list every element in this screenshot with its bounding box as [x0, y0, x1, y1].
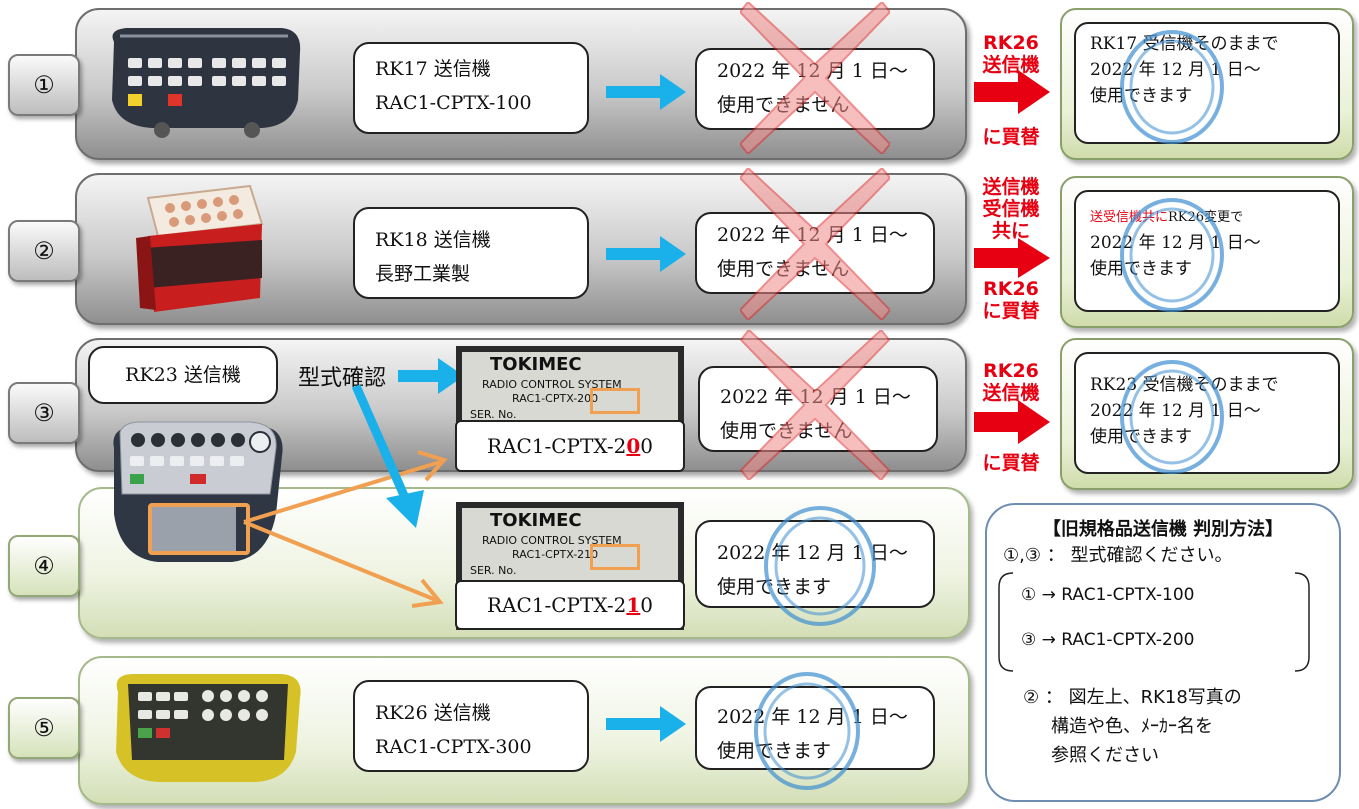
guide-map-3: ③ → RAC1-CPTX-200	[1021, 630, 1195, 650]
guide-note-l2: 構造や色、ﾒｰｶｰ名を	[1051, 716, 1213, 737]
guide-title: 【旧規格品送信機 判別方法】	[1042, 519, 1284, 540]
row-2-status-box: 2022 年 12 月 1 日～ 使用できません	[695, 212, 935, 294]
rk23-nameplate-highlight	[148, 503, 250, 555]
remote-rk18-photo	[136, 184, 264, 312]
row-5-model: RAC1-CPTX-300	[375, 736, 532, 758]
row-1-blue-arrow	[606, 74, 686, 110]
row-2-result-l1a: 送受信機共に	[1090, 210, 1169, 225]
row-4-code-post: 0	[640, 593, 654, 617]
nameplate-210-ser: SER. No.	[470, 564, 517, 577]
row-3-status-box: 2022 年 12 月 1 日～ 使用できません	[698, 366, 938, 452]
row-2-action-e: に買替	[982, 300, 1040, 322]
row-3-number: ③	[8, 382, 80, 444]
row-1-action-b: 送信機	[982, 54, 1040, 76]
row-5-blue-arrow	[606, 706, 686, 742]
row-2-action-label-2: RK26 に買替	[972, 278, 1050, 322]
identification-guide: 【旧規格品送信機 判別方法】 ①,③ ： 型式確認ください。 ① → RAC1-…	[985, 503, 1341, 802]
ok-circle-icon	[1120, 198, 1224, 312]
row-3-code-hl: 0	[626, 434, 641, 458]
row-3-action-b: 送信機	[982, 382, 1040, 404]
row-3-result-panel: RK23 受信機そのままで 2022 年 12 月 1 日～ 使用できます	[1060, 338, 1354, 490]
row-3-action-c: に買替	[982, 452, 1040, 474]
remote-rk23-photo	[113, 421, 283, 562]
row-2-number: ②	[8, 220, 80, 282]
nameplate-200-ser: SER. No.	[470, 408, 517, 421]
row-3-code-pre: RAC1-CPTX-2	[486, 434, 627, 458]
guide-map-1: ① → RAC1-CPTX-100	[1021, 585, 1195, 605]
ok-circle-icon	[1120, 30, 1224, 144]
row-5-name: RK26 送信機	[375, 702, 491, 724]
orange-pointer-arrows	[243, 450, 448, 608]
row-1-name: RK17 送信機	[375, 58, 491, 80]
guide-note-l3: 参照ください	[1051, 745, 1159, 766]
row-4-status-text: 使用できます	[717, 576, 832, 598]
cross-mark-icon	[740, 2, 890, 154]
row-5-number: ⑤	[8, 697, 80, 759]
nameplate-210-highlight	[590, 544, 640, 570]
row-1-number: ①	[8, 54, 80, 116]
ok-circle-icon	[1120, 360, 1224, 474]
row-5-model-box: RK26 送信機 RAC1-CPTX-300	[353, 680, 589, 772]
row-3-code-post: 0	[640, 434, 654, 458]
guide-note-l1: ② ： 図左上、RK18写真の	[1023, 687, 1242, 708]
row-5-status-text: 使用できます	[717, 740, 832, 762]
ok-circle-icon	[754, 672, 860, 790]
row-1-action-a: RK26	[983, 32, 1039, 54]
row-2-name: RK18 送信機	[375, 229, 491, 251]
remote-rk17-photo	[112, 28, 301, 138]
nameplate-210-line2: RAC1-CPTX-210	[512, 548, 599, 561]
nameplate-200-highlight	[590, 388, 640, 414]
row-2-blue-arrow	[606, 236, 686, 272]
cross-mark-icon	[740, 330, 890, 480]
row-2-red-arrow	[974, 238, 1050, 278]
guide-bracket	[998, 572, 1310, 672]
remote-rk26-photo	[116, 674, 301, 782]
row-3-action-a: RK26	[983, 360, 1039, 382]
row-3-blue-arrow	[398, 358, 464, 394]
nameplate-200-line2: RAC1-CPTX-200	[512, 392, 599, 405]
row-1-red-arrow	[974, 70, 1050, 114]
row-1-action-c: に買替	[982, 126, 1040, 148]
nameplate-200: TOKIMEC RADIO CONTROL SYSTEM RAC1-CPTX-2…	[456, 346, 684, 462]
row-2-action-label: 送信機 受信機 共に	[972, 176, 1050, 242]
row-2-action-c: 共に	[991, 220, 1030, 242]
row-4-code-hl: 1	[626, 593, 641, 617]
row-1-model: RAC1-CPTX-100	[375, 92, 532, 114]
nameplate-210-line1: RADIO CONTROL SYSTEM	[482, 534, 622, 547]
row-2-action-a: 送信機	[982, 176, 1040, 198]
row-2-action-b: 受信機	[982, 198, 1040, 220]
row-2-model-box: RK18 送信機 長野工業製	[353, 207, 589, 299]
cross-mark-icon	[740, 168, 890, 320]
row-3-name-box: RK23 送信機	[88, 346, 278, 404]
nameplate-200-line1: RADIO CONTROL SYSTEM	[482, 378, 622, 391]
row-3-red-arrow	[974, 400, 1050, 444]
row-2-model: 長野工業製	[375, 263, 471, 285]
row-4-code-pre: RAC1-CPTX-2	[486, 593, 627, 617]
row-2-action-d: RK26	[983, 278, 1039, 300]
row-2-result-l1: 送受信機共にRK26変更で	[1090, 206, 1338, 230]
row-1-result-l3: 使用できます	[1090, 86, 1192, 106]
guide-step1: ①,③ ： 型式確認ください。	[1003, 545, 1233, 566]
row-3-name: RK23 送信機	[125, 364, 241, 386]
row-3-action-label: RK26 送信機	[972, 360, 1050, 404]
ok-circle-icon	[764, 506, 876, 626]
row-1-action-label: RK26 送信機	[972, 32, 1050, 76]
check-diagonal-arrow	[351, 384, 424, 528]
row-4-status-box: 2022 年 12 月 1 日～ 使用できます	[695, 520, 935, 608]
row-3-check-label: 型式確認	[298, 366, 387, 391]
row-2-result-l3: 使用できます	[1090, 259, 1192, 279]
row-2-result-l1b: RK26	[1168, 210, 1205, 225]
row-5-status-box: 2022 年 12 月 1 日～ 使用できます	[695, 686, 935, 770]
row-4-number: ④	[8, 535, 80, 597]
nameplate-200-brand: TOKIMEC	[490, 354, 582, 375]
row-1-model-box: RK17 送信機 RAC1-CPTX-100	[353, 42, 589, 134]
row-3-result-l3: 使用できます	[1090, 427, 1192, 447]
nameplate-210-brand: TOKIMEC	[490, 510, 582, 531]
